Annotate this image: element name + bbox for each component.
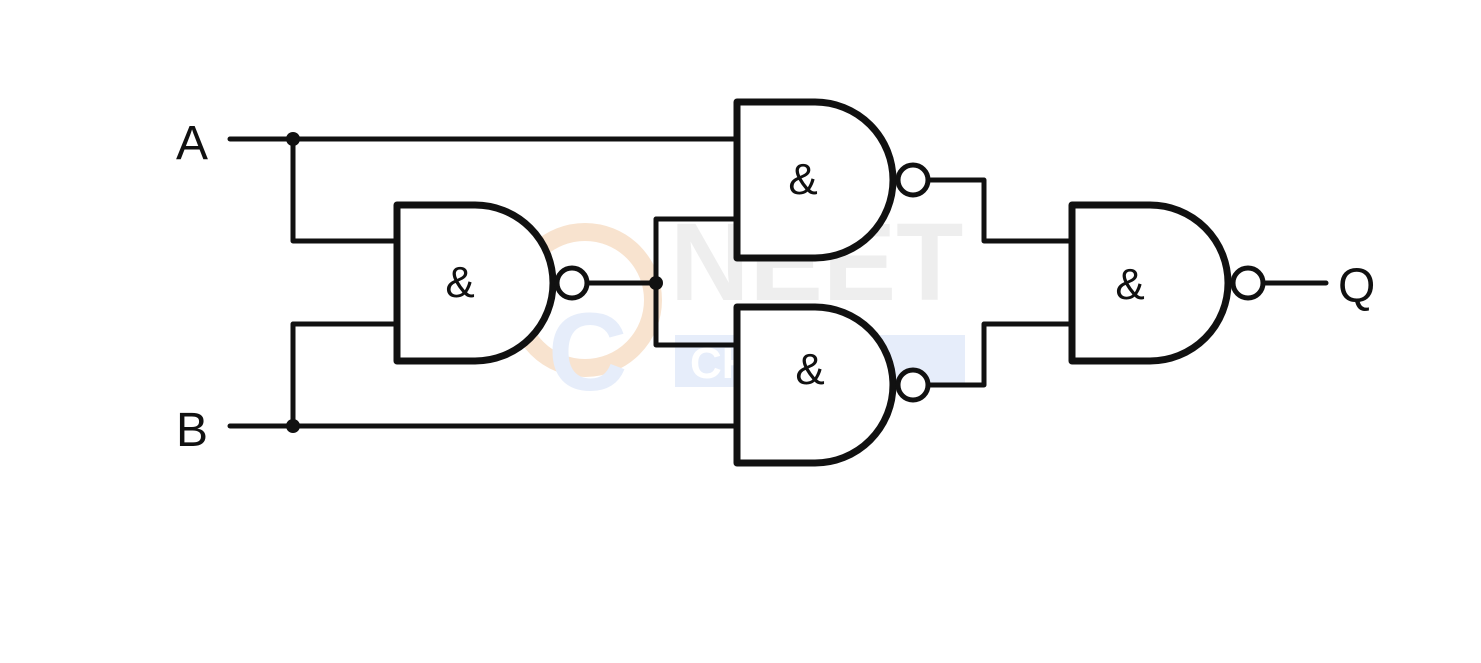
nand-gate-3-bubble <box>895 367 931 403</box>
input-label-a: A <box>176 117 208 170</box>
wire-gate-1-to-gate-3 <box>653 280 740 348</box>
watermark-badge-letter: C <box>548 291 627 414</box>
junction-gate-1-output <box>649 276 663 290</box>
nand-gate-4: & <box>1068 201 1266 365</box>
nand-gate-2-body <box>733 98 897 262</box>
nand-gate-4-bubble <box>1230 265 1266 301</box>
nand-gate-3-symbol: & <box>795 345 824 394</box>
nand-gate-1-body <box>393 201 557 365</box>
junctions <box>286 132 663 433</box>
wires <box>227 136 1329 429</box>
nand-gate-3: & <box>733 303 931 467</box>
nand-gate-4-body <box>1068 201 1232 365</box>
nand-gate-2-bubble <box>895 162 931 198</box>
wire-gate-3-to-gate-4 <box>927 321 1075 388</box>
junction-a <box>286 132 300 146</box>
junction-b <box>286 419 300 433</box>
nand-gate-1-symbol: & <box>445 258 474 307</box>
nand-gate-1-bubble <box>554 265 590 301</box>
nand-gate-2: & <box>733 98 931 262</box>
wire-gate-1-to-gate-2 <box>653 216 740 286</box>
input-label-b: B <box>176 404 208 457</box>
output-label-q: Q <box>1338 260 1375 313</box>
wire-a-to-gate-1 <box>290 136 400 244</box>
nand-gate-3-body <box>733 303 897 467</box>
wire-b-to-gate-1 <box>290 321 400 429</box>
wire-gate-2-to-gate-4 <box>927 177 1075 244</box>
nand-gate-1: & <box>393 201 590 365</box>
nand-gate-4-symbol: & <box>1115 260 1144 309</box>
nand-gate-2-symbol: & <box>788 155 817 204</box>
